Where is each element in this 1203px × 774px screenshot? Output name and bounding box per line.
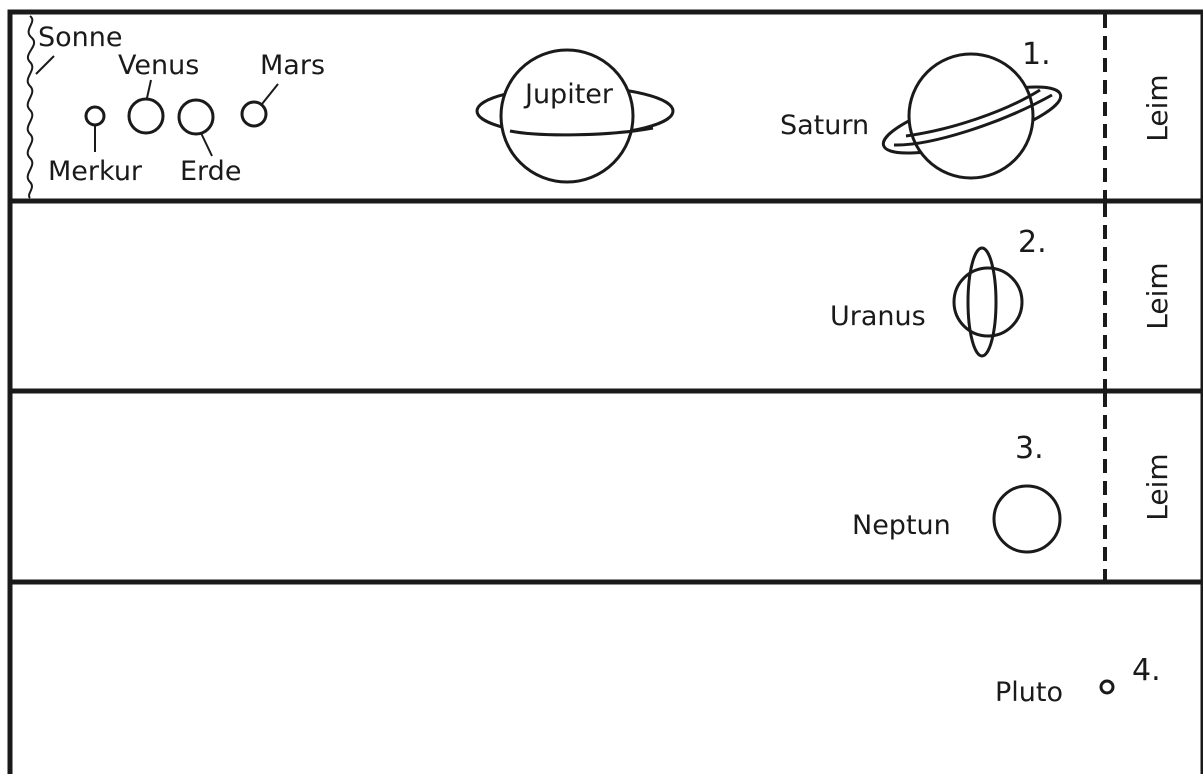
jupiter-body bbox=[499, 48, 635, 184]
venus-planet bbox=[127, 97, 165, 135]
uranus-ring bbox=[966, 246, 998, 358]
venus-label: Venus bbox=[118, 50, 199, 81]
saturn-planet bbox=[881, 52, 1063, 180]
strip-3-number: 3. bbox=[1015, 431, 1044, 466]
sun-pointer bbox=[35, 55, 55, 75]
neptune-label: Neptun bbox=[852, 510, 951, 541]
jupiter-planet bbox=[475, 48, 675, 184]
saturn-ring-front bbox=[893, 93, 1053, 147]
mercury-planet bbox=[84, 105, 106, 127]
mars-label: Mars bbox=[260, 50, 325, 81]
strip-2-number: 2. bbox=[1018, 225, 1047, 260]
saturn-ring-inner bbox=[905, 88, 1041, 138]
strip-1-number: 1. bbox=[1022, 37, 1051, 72]
earth-pointer bbox=[200, 132, 213, 157]
strip-3-glue-label: Leim bbox=[1141, 453, 1174, 520]
sun-edge bbox=[26, 15, 35, 199]
strip-4-number: 4. bbox=[1132, 653, 1161, 688]
earth-planet bbox=[177, 98, 215, 136]
mars-planet bbox=[240, 100, 268, 128]
strip-1-glue-label: Leim bbox=[1141, 74, 1174, 141]
mercury-label: Merkur bbox=[48, 156, 143, 187]
jupiter-ring-front bbox=[509, 126, 654, 137]
sun-label: Sonne bbox=[38, 22, 123, 53]
venus-pointer bbox=[146, 79, 152, 99]
strip-frames bbox=[7, 9, 1203, 774]
mars-pointer bbox=[261, 83, 279, 105]
saturn-label: Saturn bbox=[780, 110, 869, 141]
uranus-label: Uranus bbox=[830, 301, 926, 332]
uranus-body bbox=[952, 266, 1024, 338]
pluto-label: Pluto bbox=[995, 677, 1063, 708]
uranus-planet bbox=[952, 246, 1024, 358]
pluto-planet bbox=[1099, 679, 1115, 695]
earth-label: Erde bbox=[180, 156, 241, 187]
neptune-planet bbox=[992, 484, 1062, 554]
strip-4-frame bbox=[7, 579, 1203, 774]
jupiter-label: Jupiter bbox=[523, 79, 614, 110]
strip-2-glue-label: Leim bbox=[1141, 262, 1174, 329]
saturn-body bbox=[907, 52, 1035, 180]
